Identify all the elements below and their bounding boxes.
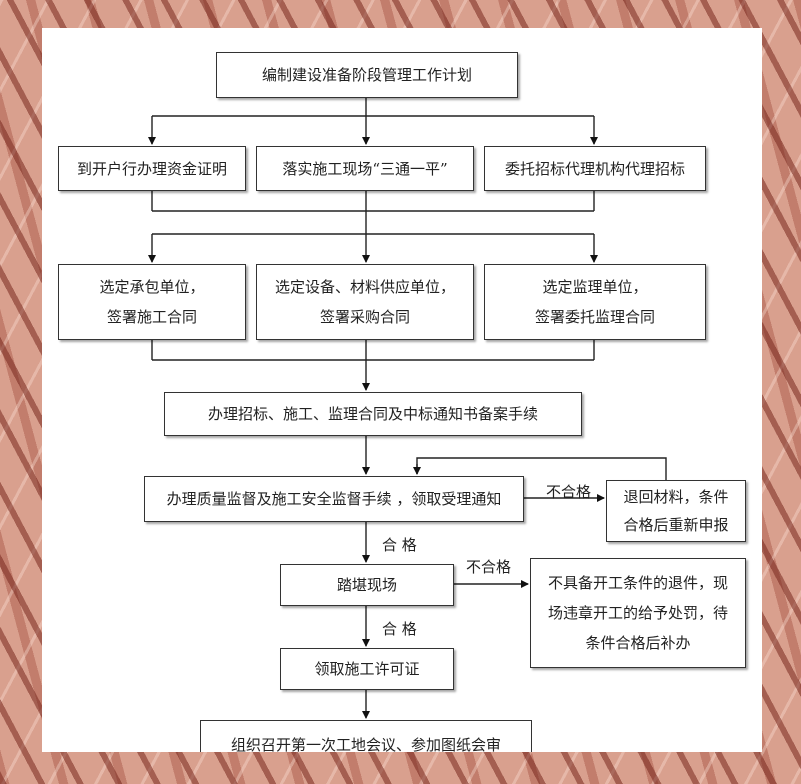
node-permit: 领取施工许可证	[280, 648, 454, 690]
node-plan: 编制建设准备阶段管理工作计划	[216, 52, 518, 98]
node-quality-supervision: 办理质量监督及施工安全监督手续 ，领取受理通知	[144, 476, 524, 522]
node-bidding-agency: 委托招标代理机构代理招标	[484, 146, 706, 191]
label-fail-2: 不合格	[466, 558, 512, 576]
node-contractor: 选定承包单位， 签署施工合同	[58, 264, 246, 340]
node-supplier: 选定设备、材料供应单位， 签署采购合同	[256, 264, 474, 340]
node-site-prep: 落实施工现场“三通一平”	[256, 146, 474, 191]
connector-lines	[148, 98, 667, 719]
node-penalty: 不具备开工条件的退件，现 场违章开工的给予处罚，待 条件合格后补办	[530, 558, 746, 668]
flowchart-paper: 编制建设准备阶段管理工作计划 到开户行办理资金证明 落实施工现场“三通一平” 委…	[42, 28, 762, 752]
node-filing: 办理招标、施工、监理合同及中标通知书备案手续	[164, 392, 582, 436]
node-first-meeting: 组织召开第一次工地会议、参加图纸会审	[200, 720, 532, 752]
label-fail-1: 不合格	[546, 483, 592, 501]
node-fund-proof: 到开户行办理资金证明	[58, 146, 246, 191]
node-supervisor: 选定监理单位， 签署委托监理合同	[484, 264, 706, 340]
node-site-survey: 踏堪现场	[280, 564, 454, 606]
node-reject: 退回材料，条件 合格后重新申报	[606, 480, 746, 542]
label-pass-1: 合 格	[382, 536, 417, 554]
label-pass-2: 合 格	[382, 620, 417, 638]
